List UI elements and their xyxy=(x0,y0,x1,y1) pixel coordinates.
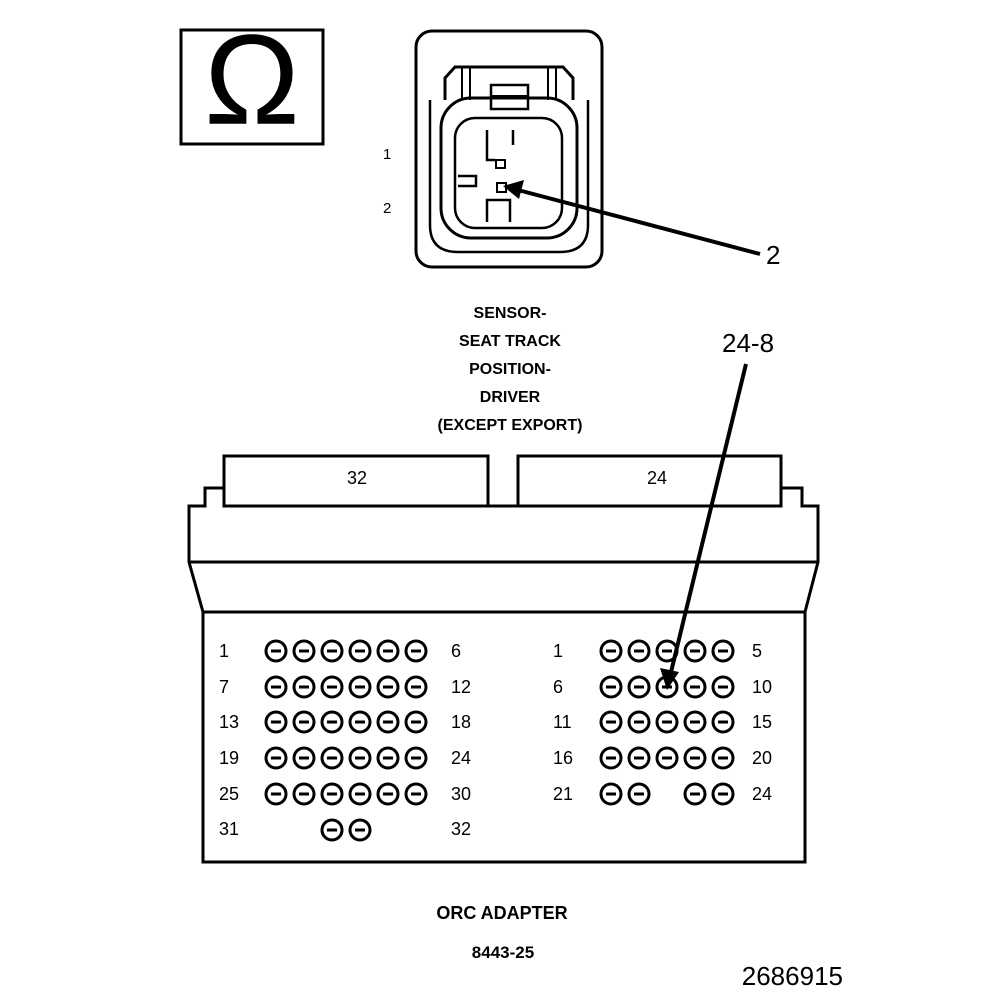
sensor-callout-label: 2 xyxy=(766,240,780,270)
caption-line-3: POSITION- xyxy=(469,361,551,378)
sensor-callout-arrow xyxy=(503,180,761,256)
row-label-start: 7 xyxy=(219,677,229,697)
caption-line-4: DRIVER xyxy=(480,389,541,406)
ohm-icon: Ω xyxy=(204,9,300,152)
adapter-name: ORC ADAPTER xyxy=(436,903,567,923)
connector-outline xyxy=(414,29,604,269)
row-label-end: 24 xyxy=(752,784,772,804)
sensor-caption: SENSOR- SEAT TRACK POSITION- DRIVER (EXC… xyxy=(438,305,583,434)
sensor-connector xyxy=(414,29,604,269)
sensor-pin-label-2: 2 xyxy=(383,200,391,217)
row-label-start: 19 xyxy=(219,748,239,768)
adapter-pins-32 xyxy=(264,639,428,842)
row-label-start: 1 xyxy=(553,641,563,661)
caption-line-1: SENSOR- xyxy=(474,305,547,322)
ohmmeter-symbol: Ω xyxy=(179,9,325,152)
row-label-start: 16 xyxy=(553,748,573,768)
terminal-2 xyxy=(496,182,507,193)
adapter-shoulder xyxy=(187,486,820,614)
caption-line-2: SEAT TRACK xyxy=(459,333,561,350)
adapter-pins-24 xyxy=(599,639,735,806)
adapter-tab-right-label: 24 xyxy=(647,468,667,488)
adapter-callout-arrow xyxy=(660,363,748,690)
figure-number: 2686915 xyxy=(742,961,843,991)
pin-cavity xyxy=(453,116,564,230)
row-label-end: 5 xyxy=(752,641,762,661)
row-label-end: 12 xyxy=(451,677,471,697)
row-label-end: 10 xyxy=(752,677,772,697)
row-label-end: 30 xyxy=(451,784,471,804)
adapter-part-number: 8443-25 xyxy=(472,943,534,962)
adapter-tab-left xyxy=(222,454,490,508)
row-label-start: 13 xyxy=(219,712,239,732)
caption-line-5: (EXCEPT EXPORT) xyxy=(438,417,583,434)
row-label-end: 32 xyxy=(451,819,471,839)
row-label-end: 6 xyxy=(451,641,461,661)
terminal-1 xyxy=(495,159,506,169)
row-label-end: 15 xyxy=(752,712,772,732)
row-label-start: 31 xyxy=(219,819,239,839)
row-label-start: 6 xyxy=(553,677,563,697)
adapter-callout-label: 24-8 xyxy=(722,328,774,358)
row-label-end: 24 xyxy=(451,748,471,768)
adapter-tab-left-label: 32 xyxy=(347,468,367,488)
row-label-start: 21 xyxy=(553,784,573,804)
left-row-labels: 1 6 7 12 13 18 19 24 25 30 31 32 xyxy=(219,641,471,839)
connector-body xyxy=(439,96,579,240)
row-label-start: 11 xyxy=(553,712,572,732)
row-label-start: 1 xyxy=(219,641,229,661)
row-label-end: 20 xyxy=(752,748,772,768)
row-label-end: 18 xyxy=(451,712,471,732)
row-label-start: 25 xyxy=(219,784,239,804)
sensor-pin-label-1: 1 xyxy=(383,146,391,163)
right-row-labels: 1 5 6 10 11 15 16 20 21 24 xyxy=(553,641,772,804)
